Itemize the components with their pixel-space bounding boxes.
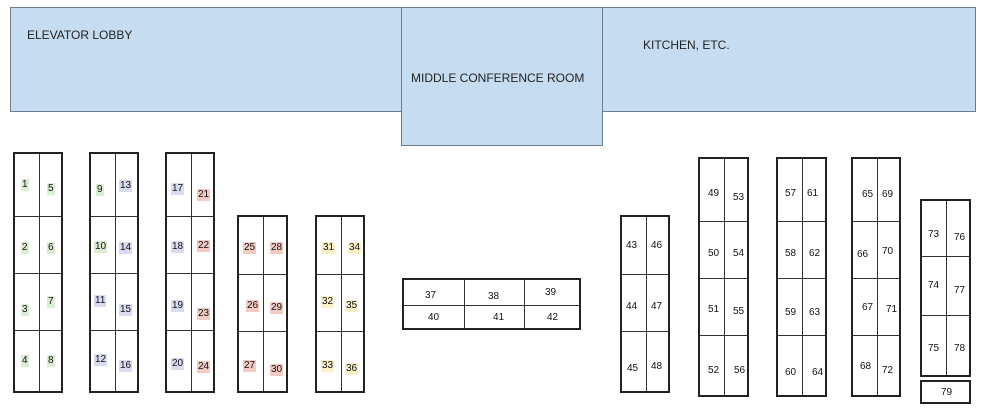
desk-14[interactable]: 14 — [119, 242, 133, 254]
desk-8[interactable]: 8 — [47, 355, 55, 367]
middle-conference-room: MIDDLE CONFERENCE ROOM — [401, 7, 603, 146]
desk-38[interactable]: 38 — [488, 291, 500, 302]
desk-42[interactable]: 42 — [547, 312, 559, 323]
desk-61[interactable]: 61 — [807, 188, 819, 199]
desk-63[interactable]: 63 — [809, 307, 821, 318]
desk-15[interactable]: 15 — [119, 304, 133, 316]
desk-79[interactable]: 79 — [941, 387, 953, 398]
desk-50[interactable]: 50 — [708, 248, 720, 259]
desk-70[interactable]: 70 — [882, 246, 894, 257]
desk-2[interactable]: 2 — [21, 242, 29, 254]
desk-21[interactable]: 21 — [197, 189, 211, 201]
desk-59[interactable]: 59 — [785, 307, 797, 318]
desk-72[interactable]: 72 — [882, 365, 894, 376]
desk-block-73-78: 73 74 75 76 77 78 — [920, 199, 971, 377]
desk-37[interactable]: 37 — [425, 290, 437, 301]
elevator-lobby-room: ELEVATOR LOBBY — [10, 7, 402, 112]
desk-24[interactable]: 24 — [197, 361, 211, 373]
desk-block-43-48: 43 44 45 46 47 48 — [620, 215, 670, 393]
desk-48[interactable]: 48 — [651, 361, 663, 372]
desk-78[interactable]: 78 — [954, 343, 966, 354]
desk-67[interactable]: 67 — [862, 302, 874, 313]
desk-block-1-8: 1 2 3 4 5 6 7 8 — [13, 152, 63, 393]
desk-26[interactable]: 26 — [246, 300, 260, 312]
desk-25[interactable]: 25 — [243, 242, 257, 254]
desk-block-9-16: 9 10 11 12 13 14 15 16 — [89, 152, 139, 393]
desk-55[interactable]: 55 — [733, 306, 745, 317]
desk-45[interactable]: 45 — [627, 363, 639, 374]
kitchen-label: KITCHEN, ETC. — [643, 38, 730, 52]
desk-12[interactable]: 12 — [94, 354, 108, 366]
desk-block-25-30: 25 26 27 28 29 30 — [237, 215, 288, 393]
desk-36[interactable]: 36 — [345, 363, 359, 375]
desk-4[interactable]: 4 — [21, 355, 29, 367]
desk-6[interactable]: 6 — [47, 242, 55, 254]
desk-51[interactable]: 51 — [708, 304, 720, 315]
desk-19[interactable]: 19 — [171, 300, 185, 312]
desk-75[interactable]: 75 — [928, 343, 940, 354]
desk-18[interactable]: 18 — [171, 241, 185, 253]
desk-9[interactable]: 9 — [96, 184, 104, 196]
desk-20[interactable]: 20 — [171, 358, 185, 370]
desk-76[interactable]: 76 — [954, 232, 966, 243]
desk-57[interactable]: 57 — [785, 188, 797, 199]
desk-60[interactable]: 60 — [785, 367, 797, 378]
desk-1[interactable]: 1 — [21, 179, 29, 191]
desk-10[interactable]: 10 — [94, 241, 108, 253]
desk-53[interactable]: 53 — [733, 192, 745, 203]
desk-block-65-72: 65 66 67 68 69 70 71 72 — [851, 157, 901, 397]
desk-69[interactable]: 69 — [882, 189, 894, 200]
desk-40[interactable]: 40 — [428, 312, 440, 323]
desk-block-37-42: 37 38 39 40 41 42 — [402, 278, 581, 330]
desk-23[interactable]: 23 — [197, 308, 211, 320]
desk-65[interactable]: 65 — [862, 189, 874, 200]
desk-68[interactable]: 68 — [860, 361, 872, 372]
desk-block-17-24: 17 18 19 20 21 22 23 24 — [165, 152, 215, 393]
desk-31[interactable]: 31 — [322, 242, 336, 254]
desk-22[interactable]: 22 — [197, 240, 211, 252]
elevator-lobby-label: ELEVATOR LOBBY — [27, 28, 133, 42]
desk-73[interactable]: 73 — [928, 229, 940, 240]
desk-56[interactable]: 56 — [734, 365, 746, 376]
desk-17[interactable]: 17 — [171, 183, 185, 195]
middle-conference-label: MIDDLE CONFERENCE ROOM — [411, 71, 585, 85]
desk-7[interactable]: 7 — [47, 296, 55, 308]
desk-13[interactable]: 13 — [119, 180, 133, 192]
desk-39[interactable]: 39 — [545, 287, 557, 298]
desk-71[interactable]: 71 — [886, 304, 898, 315]
desk-34[interactable]: 34 — [348, 242, 362, 254]
desk-74[interactable]: 74 — [928, 280, 940, 291]
desk-33[interactable]: 33 — [321, 360, 335, 372]
desk-47[interactable]: 47 — [651, 301, 663, 312]
desk-66[interactable]: 66 — [857, 249, 869, 260]
desk-32[interactable]: 32 — [321, 296, 335, 308]
desk-54[interactable]: 54 — [733, 248, 745, 259]
desk-29[interactable]: 29 — [270, 302, 284, 314]
desk-64[interactable]: 64 — [812, 367, 824, 378]
desk-41[interactable]: 41 — [493, 312, 505, 323]
desk-block-49-56: 49 50 51 52 53 54 55 56 — [698, 157, 749, 397]
desk-35[interactable]: 35 — [345, 300, 359, 312]
desk-62[interactable]: 62 — [809, 248, 821, 259]
desk-46[interactable]: 46 — [651, 240, 663, 251]
desk-49[interactable]: 49 — [708, 188, 720, 199]
desk-5[interactable]: 5 — [47, 183, 55, 195]
desk-44[interactable]: 44 — [626, 301, 638, 312]
desk-28[interactable]: 28 — [270, 242, 284, 254]
desk-43[interactable]: 43 — [626, 240, 638, 251]
desk-30[interactable]: 30 — [270, 364, 284, 376]
desk-block-31-36: 31 32 33 34 35 36 — [315, 215, 365, 393]
desk-block-57-64: 57 58 59 60 61 62 63 64 — [776, 157, 827, 397]
desk-block-79: 79 — [920, 380, 971, 404]
desk-3[interactable]: 3 — [21, 304, 29, 316]
desk-77[interactable]: 77 — [954, 285, 966, 296]
desk-27[interactable]: 27 — [243, 360, 257, 372]
desk-16[interactable]: 16 — [119, 360, 133, 372]
kitchen-room: KITCHEN, ETC. — [602, 7, 976, 112]
desk-58[interactable]: 58 — [785, 248, 797, 259]
desk-52[interactable]: 52 — [708, 365, 720, 376]
desk-11[interactable]: 11 — [94, 295, 107, 307]
